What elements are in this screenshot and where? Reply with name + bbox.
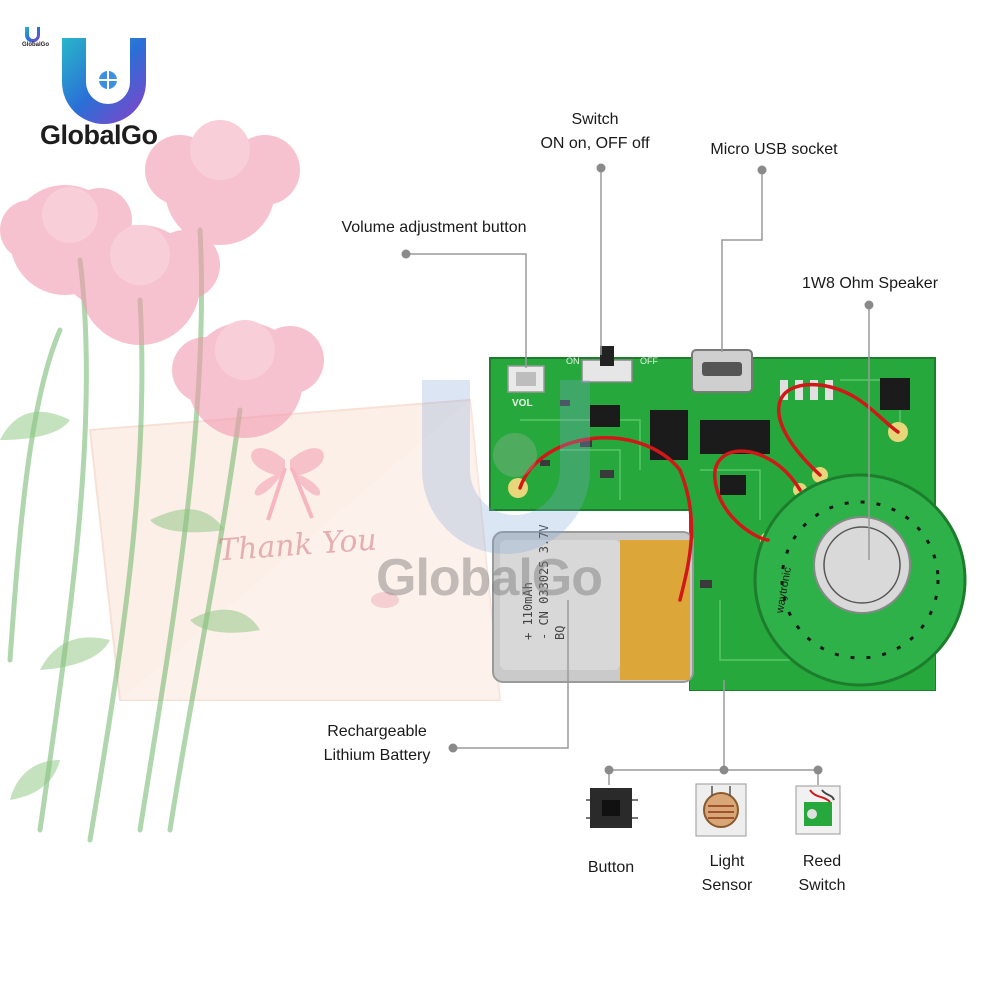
logo-mark — [62, 38, 146, 124]
carnation-4 — [172, 320, 324, 438]
volume-button-part — [507, 365, 545, 393]
lithium-battery-part — [492, 531, 694, 683]
mini-logo-mark — [25, 27, 40, 43]
volume-label: Volume adjustment button — [341, 219, 527, 236]
reed-switch-icon — [795, 785, 841, 835]
tact-button-icon — [586, 788, 638, 828]
light-sensor-line2: Sensor — [701, 877, 753, 894]
battery-label: Rechargeable Lithium Battery — [302, 720, 452, 768]
red-wires — [518, 382, 900, 602]
micro-usb-part — [691, 349, 753, 393]
carnation-3 — [65, 225, 220, 345]
light-sensor-icon — [695, 783, 747, 837]
battery-label-line1: Rechargeable — [327, 723, 427, 740]
speaker-label: 1W8 Ohm Speaker — [801, 275, 939, 292]
watermark-text: GlobalGo — [376, 549, 603, 607]
brand-name: GlobalGo — [40, 120, 158, 150]
silk-vol: VOL — [512, 398, 533, 409]
carnation-flowers — [0, 120, 324, 438]
slide-switch-part — [581, 346, 633, 383]
reed-switch-line2: Switch — [798, 877, 846, 894]
reed-switch-line1: Reed — [802, 853, 842, 870]
carnation-1 — [145, 120, 300, 245]
carnation-leaves — [0, 411, 260, 800]
silk-off: OFF — [640, 356, 658, 366]
switch-label-line2: ON on, OFF off — [540, 135, 650, 152]
trigger-reed-switch-label: Reed Switch — [780, 850, 864, 898]
silk-on: ON — [566, 356, 580, 366]
switch-label-line1: Switch — [571, 111, 619, 128]
trigger-button-label: Button — [587, 859, 635, 876]
switch-label: Switch ON on, OFF off — [520, 108, 670, 156]
mini-brand-name: GlobalGo — [22, 42, 49, 48]
light-sensor-line1: Light — [709, 853, 745, 870]
battery-label-line2: Lithium Battery — [323, 747, 431, 764]
speaker-part — [753, 473, 967, 687]
trigger-light-sensor-label: Light Sensor — [684, 850, 770, 898]
micro-usb-label: Micro USB socket — [710, 141, 838, 158]
